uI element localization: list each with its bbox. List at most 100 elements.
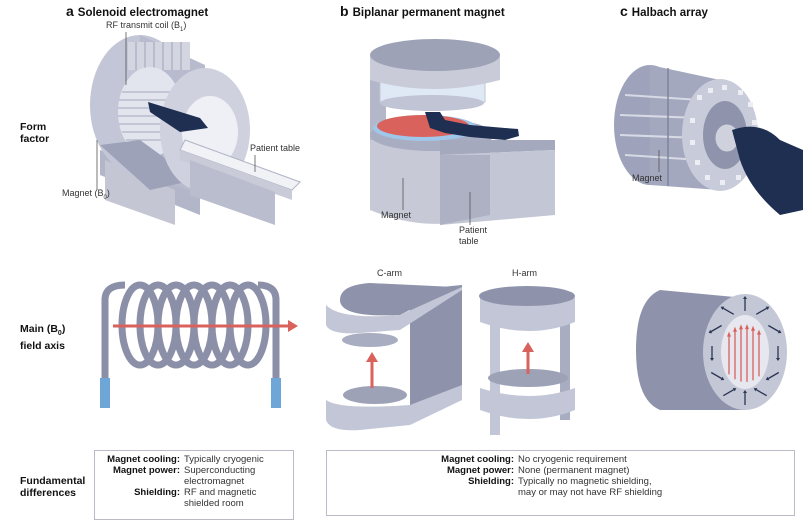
difference-row: Shielding: Typically no magnetic shieldin…: [327, 476, 794, 498]
callout-line: Patient: [459, 225, 488, 235]
row-label-sub: 0: [57, 330, 62, 338]
row-label-line: Form: [20, 121, 47, 133]
rf-coil-callout: RF transmit coil (B1): [106, 20, 187, 33]
magnet-callout: Magnet: [632, 173, 663, 183]
magnetization-arrowhead: [743, 390, 747, 393]
difference-value-line: shielded room: [184, 498, 244, 509]
row-label-line: field axis: [20, 340, 65, 353]
row-label-text: ): [61, 323, 66, 335]
inner-field-arrowhead: [733, 326, 737, 332]
difference-row: Magnet cooling: No cryogenic requirement: [327, 454, 794, 465]
inner-field-arrowhead: [745, 324, 749, 330]
patient-silhouette: [148, 102, 208, 132]
halbach-inner-field-arrows: [727, 324, 761, 382]
row-label-line: differences: [20, 487, 77, 499]
row-label-text: Main (B: [20, 323, 58, 335]
h-arm-lower-pole: [488, 369, 568, 387]
difference-value-line: No cryogenic requirement: [518, 454, 627, 465]
magnet-b0-callout: Magnet (B0): [62, 188, 110, 201]
h-arm-label: H-arm: [512, 268, 537, 278]
patient-table-side: [440, 155, 490, 225]
h-arm-top-disc: [479, 286, 575, 306]
h-arm-bottom: [480, 388, 575, 419]
patient-table-callout: Patient table: [459, 225, 487, 247]
row-label-field-axis: Main (B0) field axis: [20, 323, 65, 352]
inner-field-arrowhead: [739, 324, 743, 330]
magnetization-arrow: [768, 371, 780, 380]
magnet-callout: Magnet: [381, 210, 412, 220]
magnetization-arrowhead: [743, 296, 747, 299]
row-label-form-factor: Form factor: [20, 121, 49, 145]
difference-row: Magnet power:None (permanent magnet): [327, 465, 794, 476]
inner-field-arrowhead: [727, 331, 731, 337]
callout-line: table: [459, 236, 479, 246]
c-arm-lower-pole: [343, 386, 407, 404]
coil-end-left: [100, 378, 110, 408]
magnetization-arrowhead: [753, 387, 758, 392]
magnetization-arrowhead: [732, 387, 737, 392]
difference-key: Shielding:: [468, 476, 514, 487]
c-arm-bottom: [326, 385, 462, 431]
h-arm-field-arrowhead: [522, 342, 534, 352]
callout-text: Magnet (B: [62, 188, 104, 198]
panel-letter: c: [620, 3, 628, 19]
panel-letter: b: [340, 3, 349, 19]
magnet-top-disc: [370, 39, 500, 71]
c-arm-label: C-arm: [377, 268, 402, 278]
panel-title-text: Biplanar permanent magnet: [352, 7, 505, 19]
coil-lead-right: [257, 281, 280, 380]
magnetization-arrowhead: [765, 376, 770, 381]
coil-end-right: [271, 378, 281, 408]
halbach-bore-face: [721, 315, 769, 389]
magnet-coil-segments: [128, 42, 190, 70]
halbach-magnetization-arrows: [708, 296, 782, 405]
magnetization-arrowhead: [720, 376, 725, 381]
magnetization-arrow: [722, 307, 735, 315]
magnetization-arrowhead: [720, 306, 725, 311]
magnetization-arrow: [768, 324, 780, 333]
magnetization-arrowhead: [710, 358, 714, 361]
magnetization-arrowhead: [776, 358, 780, 361]
callout-sub: 1: [180, 26, 184, 33]
h-arm-top: [480, 298, 575, 331]
patient-table-pedestal: [190, 160, 275, 225]
c-arm-field-arrowhead: [366, 352, 378, 362]
magnetization-arrowhead: [765, 306, 770, 311]
difference-value-line: None (permanent magnet): [518, 465, 630, 476]
difference-value-line: RF and magnetic: [184, 487, 257, 498]
difference-value-line: Typically no magnetic shielding,: [518, 476, 652, 487]
magnetization-arrow: [710, 324, 722, 333]
difference-value: None (permanent magnet): [518, 465, 629, 476]
difference-key: Magnet cooling:: [441, 454, 514, 465]
panel-title-text: Halbach array: [631, 7, 708, 19]
magnetization-arrow: [755, 307, 768, 315]
difference-value: Typically no magnetic shielding,may or m…: [518, 476, 662, 498]
panel-letter: a: [66, 3, 74, 19]
b0-field-arrowhead: [288, 320, 298, 332]
difference-value-line: Typically cryogenic: [184, 454, 264, 465]
magnetization-arrowhead: [777, 329, 782, 334]
magnetization-arrowhead: [708, 329, 713, 334]
magnetization-arrow: [722, 389, 735, 397]
inner-field-arrowhead: [757, 329, 761, 335]
scanner-base-side: [105, 160, 175, 225]
difference-value-line: electromagnet: [184, 476, 245, 487]
